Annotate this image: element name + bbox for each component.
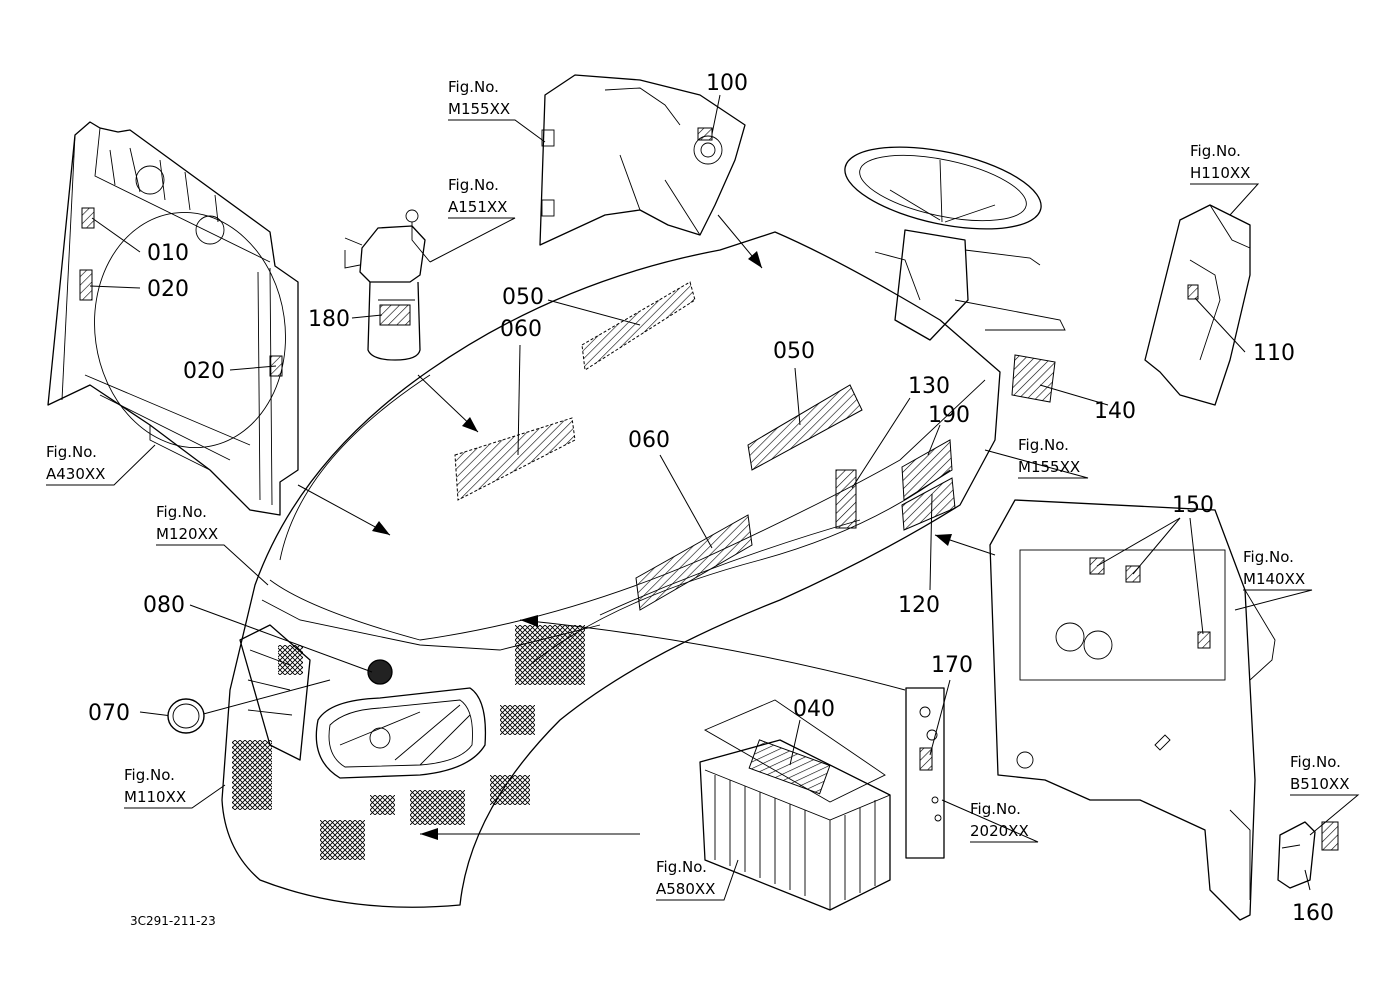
fender-panel: [539, 74, 746, 246]
fig-ref-prefix: Fig.No.: [448, 78, 499, 96]
fig-ref-a580: A580XX: [656, 880, 715, 898]
callout-160: 160: [1292, 901, 1334, 926]
fig-ref-prefix: Fig.No.: [46, 443, 97, 461]
fig-ref-m155: M155XX: [448, 100, 510, 118]
callout-080: 080: [143, 593, 185, 618]
callout-170: 170: [931, 653, 973, 678]
steering-assembly: [844, 146, 1066, 341]
fig-ref-prefix: Fig.No.: [656, 858, 707, 876]
fig-ref-m155: M155XX: [1018, 458, 1080, 476]
fig-ref-b510: B510XX: [1290, 775, 1349, 793]
callout-040: 040: [793, 697, 835, 722]
callout-140: 140: [1094, 399, 1136, 424]
fuel-filter: [344, 209, 431, 361]
callout-060: 060: [500, 317, 542, 342]
fig-ref-prefix: Fig.No.: [1243, 548, 1294, 566]
hood-assembly: [221, 231, 1001, 908]
decal-140: [1011, 354, 1056, 403]
figure-ref-underlines: [46, 119, 1358, 901]
callout-120: 120: [898, 593, 940, 618]
fig-ref-m140: M140XX: [1243, 570, 1305, 588]
fig-ref-m110: M110XX: [124, 788, 186, 806]
fig-ref-prefix: Fig.No.: [124, 766, 175, 784]
fig-ref-h110: H110XX: [1190, 164, 1250, 182]
callout-180: 180: [308, 307, 350, 332]
fig-ref-prefix: Fig.No.: [970, 800, 1021, 818]
bracket-strip: [905, 687, 945, 859]
assembly-arrows: [297, 214, 996, 840]
callout-050: 050: [502, 285, 544, 310]
callout-130: 130: [908, 374, 950, 399]
fig-ref-prefix: Fig.No.: [156, 503, 207, 521]
callout-010: 010: [147, 241, 189, 266]
callout-110: 110: [1253, 341, 1295, 366]
callout-190: 190: [928, 403, 970, 428]
fig-ref-prefix: Fig.No.: [448, 176, 499, 194]
battery: [699, 699, 891, 911]
callout-100: 100: [706, 71, 748, 96]
fig-ref-prefix: Fig.No.: [1018, 436, 1069, 454]
side-cover: [1144, 204, 1251, 406]
callout-050: 050: [773, 339, 815, 364]
dash-panel: [989, 499, 1276, 921]
fig-ref-prefix: Fig.No.: [1290, 753, 1341, 771]
relay-component: [1277, 821, 1339, 889]
fig-ref-prefix: Fig.No.: [1190, 142, 1241, 160]
figure-references: Fig.No. M155XX Fig.No. A151XX Fig.No. H1…: [46, 78, 1349, 898]
callout-150: 150: [1172, 493, 1214, 518]
radiator-shroud: [47, 121, 299, 516]
drawing-code: 3C291-211-23: [130, 914, 216, 928]
callout-labels: 010 020 020 180 050 060 100 050 060 130 …: [88, 71, 1334, 926]
callout-020: 020: [147, 277, 189, 302]
badge-070-inner: [172, 703, 200, 729]
fig-ref-a151: A151XX: [448, 198, 507, 216]
callout-060: 060: [628, 428, 670, 453]
fig-ref-a430: A430XX: [46, 465, 105, 483]
callout-020: 020: [183, 359, 225, 384]
fig-ref-2020: 2020XX: [970, 822, 1029, 840]
fig-ref-m120: M120XX: [156, 525, 218, 543]
callout-070: 070: [88, 701, 130, 726]
